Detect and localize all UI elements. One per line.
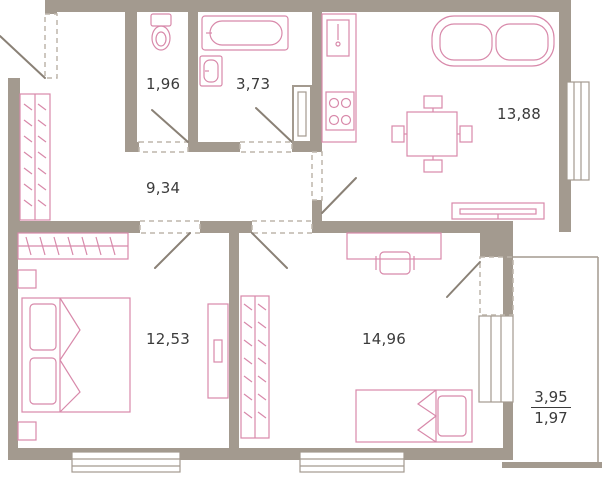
window-balcony-door <box>478 315 514 403</box>
balcony-area-reduced: 1,97 <box>534 409 568 427</box>
furniture <box>17 13 555 443</box>
windows <box>71 81 590 473</box>
bed-left-icon <box>17 269 131 441</box>
bath-cabinet <box>292 85 312 143</box>
door-toilet <box>151 109 189 143</box>
opening-bedroom-right <box>251 220 313 234</box>
wall-toilet-left <box>125 12 137 152</box>
door-openings <box>44 13 514 316</box>
wall-hall-bedrooms-2 <box>200 221 252 233</box>
area-label-kitchen-living: 13,88 <box>497 105 541 123</box>
door-balcony <box>446 261 481 298</box>
bedroom-right-wardrobe <box>240 295 270 439</box>
stove-icon <box>325 91 355 131</box>
window-bedroom-right-bottom <box>299 451 405 473</box>
window-bedroom-left-bottom <box>71 451 181 473</box>
wall-left-lower <box>8 226 18 450</box>
opening-bedroom-left <box>139 220 201 234</box>
wall-wet-bottom-1 <box>125 142 139 152</box>
kitchen-counter <box>321 13 357 143</box>
area-label-balcony: 3,95 1,97 <box>531 387 571 428</box>
hallway-wardrobe <box>19 93 51 221</box>
sofa-icon <box>431 15 555 67</box>
window-kitchen-right <box>566 81 590 181</box>
bed-right-icon <box>355 389 473 443</box>
wall-bath-kitchen <box>312 12 322 152</box>
wall-wet-bottom-3 <box>292 142 322 152</box>
walls <box>8 0 602 468</box>
area-label-toilet: 1,96 <box>146 75 181 93</box>
wall-entrance <box>45 0 57 14</box>
bedroom-left-wardrobe <box>17 232 129 260</box>
area-label-bedroom-left: 12,53 <box>146 330 190 348</box>
door-entrance <box>0 35 46 79</box>
area-label-bathroom: 3,73 <box>236 75 271 93</box>
door-bath <box>255 107 293 143</box>
dining-table-icon <box>391 95 473 173</box>
bedroom-right-desk <box>346 232 442 275</box>
door-bedroom-left <box>154 232 191 269</box>
door-swings <box>0 35 481 298</box>
balcony-outline <box>513 256 599 468</box>
wall-bedroom-divider <box>229 221 239 460</box>
tv-stand-icon <box>451 202 545 220</box>
opening-balcony <box>479 256 514 316</box>
sink-icon <box>199 55 223 87</box>
wall-left-upper <box>8 78 20 228</box>
wall-hall-bedrooms-1 <box>8 221 140 233</box>
wall-kitchen-hall <box>312 200 322 232</box>
toilet-icon <box>150 13 172 51</box>
area-label-hallway: 9,34 <box>146 179 181 197</box>
wall-wet-bottom-2 <box>188 142 240 152</box>
bedroom-left-desk <box>207 303 229 399</box>
bathtub-icon <box>201 15 289 51</box>
opening-bath <box>239 141 293 153</box>
wall-balcony-edge <box>502 462 602 468</box>
opening-toilet <box>138 141 189 153</box>
wall-top <box>45 0 560 12</box>
opening-entrance <box>44 13 58 79</box>
area-label-bedroom-right: 14,96 <box>362 330 406 348</box>
wall-hall-bedrooms-3 <box>312 221 480 233</box>
wall-toilet-bath <box>188 12 198 152</box>
opening-kitchen <box>311 151 323 201</box>
door-kitchen <box>321 177 357 214</box>
balcony-area-total: 3,95 <box>531 387 571 408</box>
door-bedroom-right <box>251 232 288 269</box>
